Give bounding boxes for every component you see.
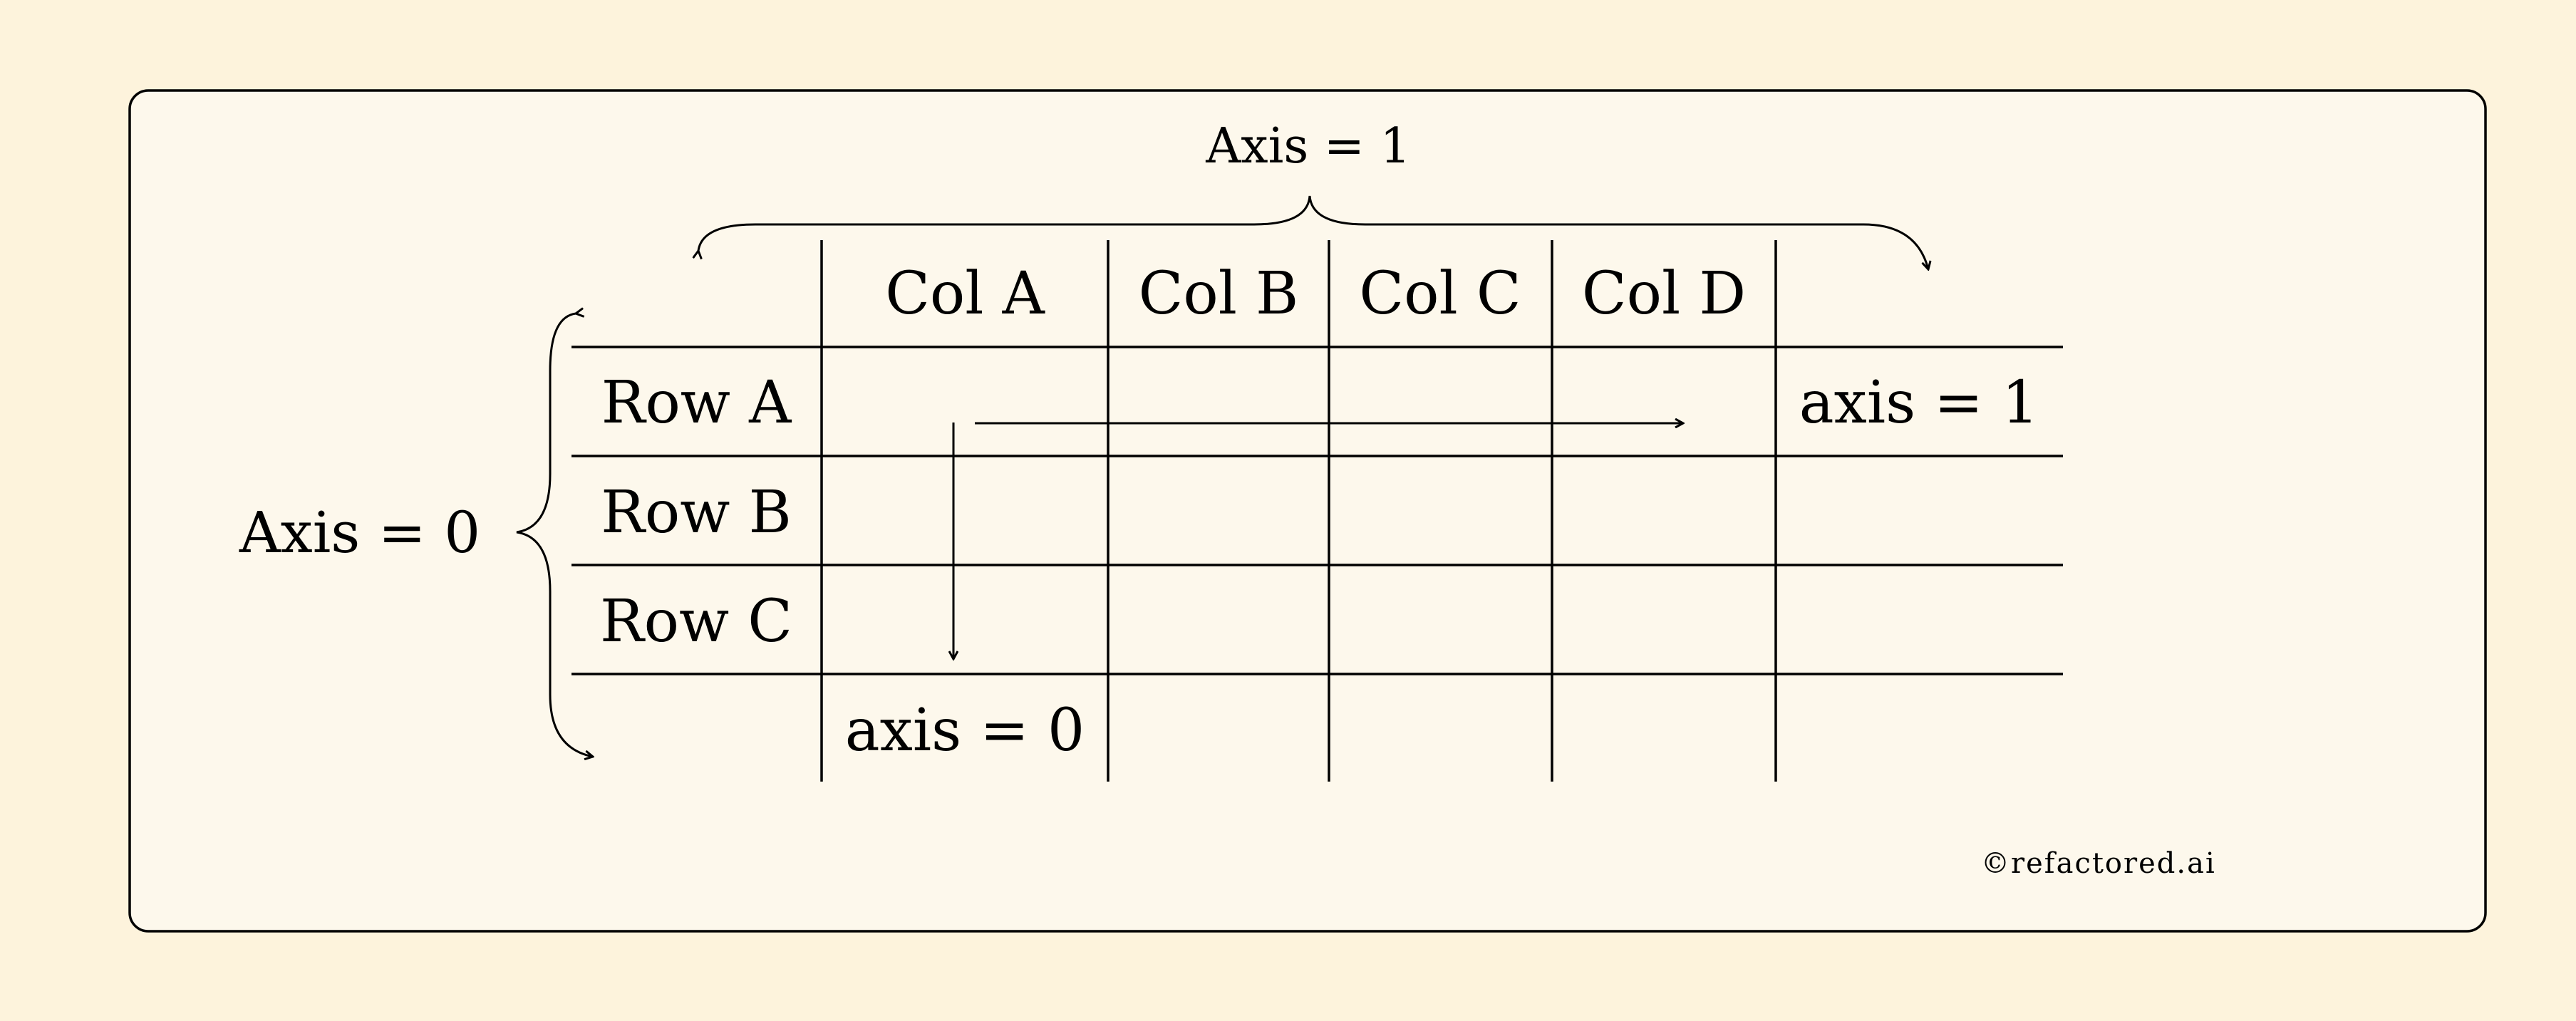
column-header-c: Col C [1359,260,1521,328]
column-header-d: Col D [1582,260,1746,328]
top-brace-arrow [698,195,1928,269]
column-header-b: Col B [1139,260,1299,328]
diagram-card [128,89,2487,933]
top-brace-label: Axis = 1 [1205,118,1411,175]
row-result-label: axis = 1 [1799,369,2039,437]
row-header-a: Row A [601,369,792,437]
left-brace-arrow [516,313,593,757]
row-header-c: Row C [600,588,792,655]
column-result-label: axis = 0 [845,697,1085,765]
column-header-a: Col A [885,260,1045,328]
left-brace-label: Axis = 0 [239,499,480,566]
copyright-text: ©refactored.ai [1981,847,2216,880]
row-header-b: Row B [601,479,792,546]
